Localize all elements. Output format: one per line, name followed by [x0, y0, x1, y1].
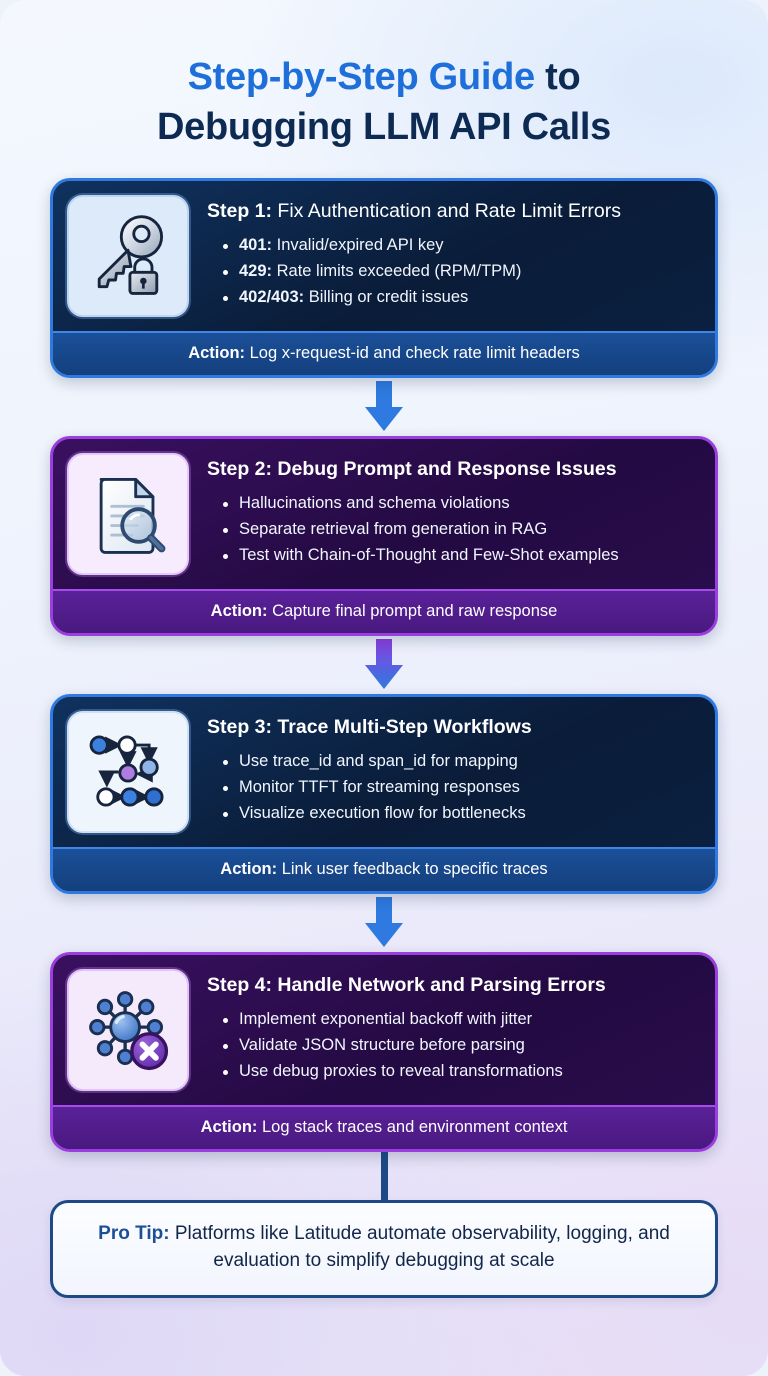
list-item: Use trace_id and span_id for mapping: [223, 749, 699, 775]
step-1-lead: Step 1:: [207, 200, 273, 223]
bullet-code: 401:: [239, 236, 273, 255]
steps-flow: Step 1: Fix Authentication and Rate Limi…: [0, 178, 768, 1153]
network-error-icon: [67, 969, 189, 1092]
step-card-3: Step 3: Trace Multi-Step Workflows Use t…: [50, 694, 718, 895]
list-item: Implement exponential backoff with jitte…: [223, 1007, 699, 1033]
title-line-1-rest: to: [534, 56, 581, 98]
action-label: Action:: [188, 344, 246, 363]
connector-arrow-3: [50, 894, 718, 952]
bullet-text: Separate retrieval from generation in RA…: [239, 520, 548, 538]
step-2-lead: Step 2:: [207, 458, 273, 481]
list-item: Separate retrieval from generation in RA…: [223, 517, 699, 543]
workflow-graph-icon: [67, 711, 189, 834]
bullet-text: Test with Chain-of-Thought and Few-Shot …: [239, 545, 619, 564]
action-text: Log stack traces and environment context: [257, 1118, 568, 1137]
step-4-text: Step 4: Handle Network and Parsing Error…: [205, 969, 699, 1084]
step-4-bullets: Implement exponential backoff with jitte…: [205, 1007, 699, 1084]
step-4-body: Step 4: Handle Network and Parsing Error…: [53, 955, 715, 1105]
bullet-text: Rate limits exceeded (RPM/TPM): [272, 262, 522, 280]
bullet-text: Validate JSON structure before parsing: [239, 1036, 525, 1054]
step-4-title: Handle Network and Parsing Errors: [272, 974, 606, 997]
action-label: Action:: [220, 860, 278, 879]
step-card-1: Step 1: Fix Authentication and Rate Limi…: [50, 178, 718, 379]
title-line-1: Step-by-Step Guide to: [46, 52, 722, 102]
step-3-title: Trace Multi-Step Workflows: [272, 716, 532, 739]
step-3-lead: Step 3:: [207, 716, 273, 739]
step-1-heading: Step 1: Fix Authentication and Rate Limi…: [205, 199, 699, 224]
list-item: Use debug proxies to reveal transformati…: [223, 1059, 699, 1085]
step-1-text: Step 1: Fix Authentication and Rate Limi…: [205, 195, 699, 310]
list-item: Hallucinations and schema violations: [223, 491, 699, 517]
step-4-heading: Step 4: Handle Network and Parsing Error…: [205, 973, 699, 998]
list-item: Validate JSON structure before parsing: [223, 1033, 699, 1059]
step-3-bullets: Use trace_id and span_id for mapping Mon…: [205, 749, 699, 826]
bullet-text: Hallucinations and schema violations: [239, 494, 510, 513]
bullet-text: Billing or credit issues: [304, 287, 469, 306]
step-2-action-bar: Action: Capture final prompt and raw res…: [53, 589, 715, 634]
step-1-action-bar: Action: Log x-request-id and check rate …: [53, 331, 715, 376]
step-1-bullets: 401: Invalid/expired API key 429: Rate l…: [205, 233, 699, 310]
connector-line: [0, 1152, 768, 1201]
step-4-lead: Step 4:: [207, 974, 273, 997]
bullet-text: Visualize execution flow for bottlenecks: [239, 803, 526, 822]
list-item: Visualize execution flow for bottlenecks: [223, 801, 699, 827]
step-card-4: Step 4: Handle Network and Parsing Error…: [50, 952, 718, 1153]
action-text: Log x-request-id and check rate limit he…: [245, 344, 580, 363]
bullet-text: Use trace_id and span_id for mapping: [239, 752, 518, 771]
step-3-text: Step 3: Trace Multi-Step Workflows Use t…: [205, 711, 699, 826]
bullet-code: 429:: [239, 262, 273, 280]
step-2-heading: Step 2: Debug Prompt and Response Issues: [205, 457, 699, 482]
bullet-text: Invalid/expired API key: [272, 236, 444, 255]
document-search-icon: [67, 453, 189, 576]
step-1-body: Step 1: Fix Authentication and Rate Limi…: [53, 181, 715, 331]
step-3-heading: Step 3: Trace Multi-Step Workflows: [205, 715, 699, 740]
step-3-body: Step 3: Trace Multi-Step Workflows Use t…: [53, 697, 715, 847]
connector-arrow-2: [50, 636, 718, 694]
action-text: Link user feedback to specific traces: [277, 860, 548, 879]
step-3-action-bar: Action: Link user feedback to specific t…: [53, 847, 715, 892]
list-item: 402/403: Billing or credit issues: [223, 285, 699, 311]
pro-tip-box: Pro Tip: Platforms like Latitude automat…: [50, 1200, 718, 1299]
step-card-2: Step 2: Debug Prompt and Response Issues…: [50, 436, 718, 637]
action-text: Capture final prompt and raw response: [267, 602, 558, 621]
bullet-text: Use debug proxies to reveal transformati…: [239, 1061, 563, 1080]
list-item: 429: Rate limits exceeded (RPM/TPM): [223, 259, 699, 285]
page-title: Step-by-Step Guide to Debugging LLM API …: [0, 0, 768, 152]
title-line-2: Debugging LLM API Calls: [156, 106, 612, 149]
step-2-body: Step 2: Debug Prompt and Response Issues…: [53, 439, 715, 589]
list-item: 401: Invalid/expired API key: [223, 233, 699, 259]
title-accent-text: Step-by-Step Guide: [187, 56, 535, 98]
list-item: Test with Chain-of-Thought and Few-Shot …: [223, 543, 699, 569]
bullet-code: 402/403:: [239, 287, 305, 306]
connector-arrow-1: [50, 378, 718, 436]
pro-tip-text: Platforms like Latitude automate observa…: [169, 1223, 670, 1272]
pro-tip-label: Pro Tip:: [98, 1223, 170, 1245]
action-label: Action:: [200, 1118, 258, 1137]
step-1-title: Fix Authentication and Rate Limit Errors: [272, 200, 622, 223]
step-2-title: Debug Prompt and Response Issues: [272, 458, 617, 481]
step-2-bullets: Hallucinations and schema violations Sep…: [205, 491, 699, 568]
bullet-text: Monitor TTFT for streaming responses: [239, 778, 520, 796]
connector-line-bar: [380, 1152, 388, 1201]
step-2-text: Step 2: Debug Prompt and Response Issues…: [205, 453, 699, 568]
step-4-action-bar: Action: Log stack traces and environment…: [53, 1105, 715, 1150]
list-item: Monitor TTFT for streaming responses: [223, 775, 699, 801]
bullet-text: Implement exponential backoff with jitte…: [239, 1010, 533, 1029]
key-lock-icon: [67, 195, 189, 318]
action-label: Action:: [210, 602, 268, 621]
